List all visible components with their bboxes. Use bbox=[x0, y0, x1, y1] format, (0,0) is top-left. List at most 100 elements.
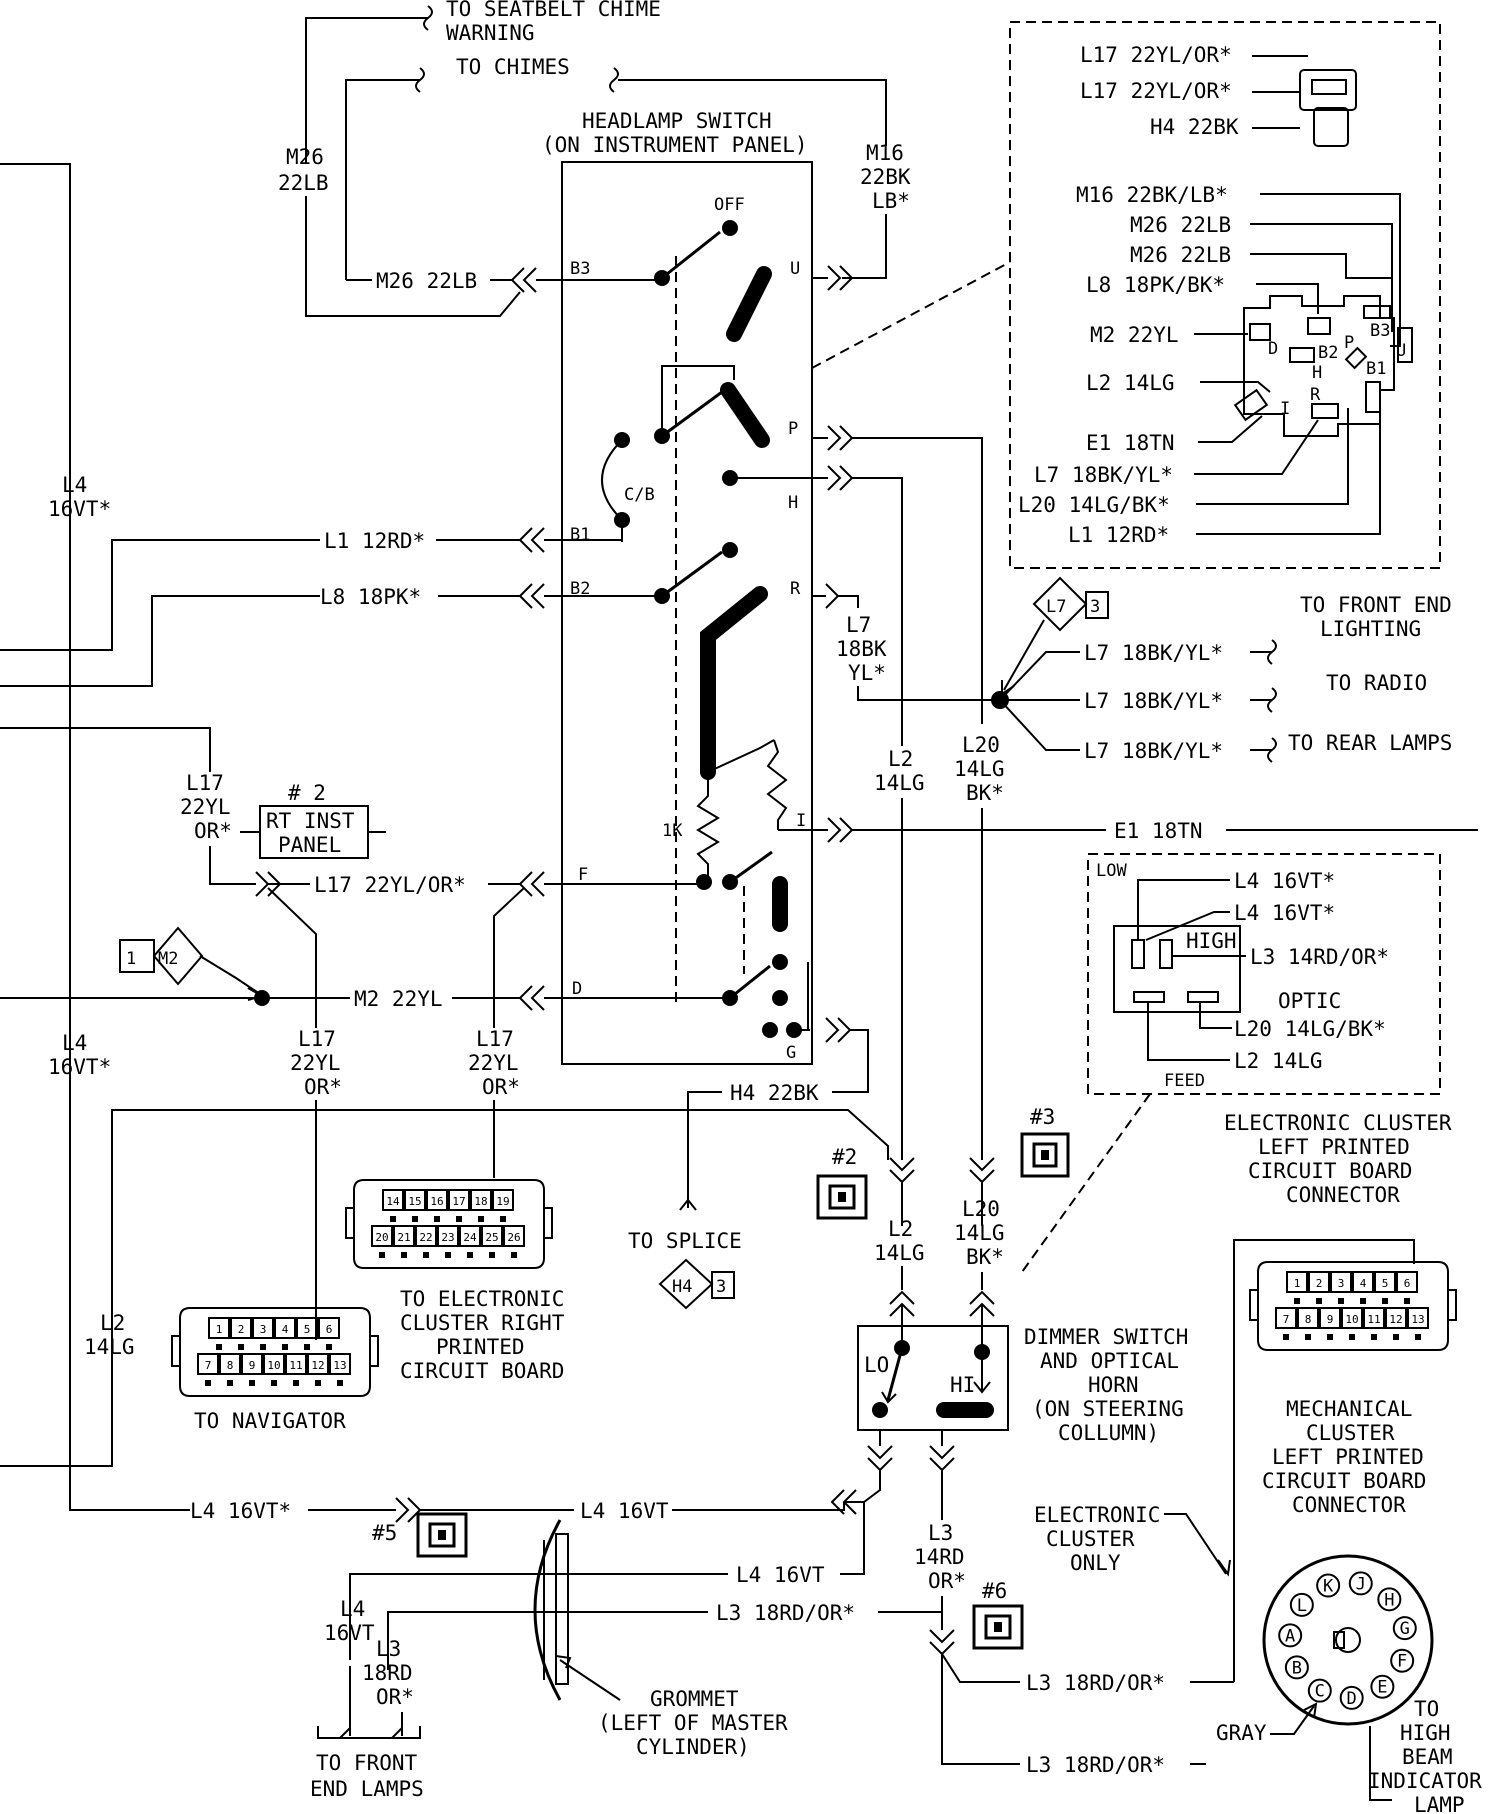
m16-vert-2: 22BK bbox=[860, 165, 911, 189]
eclr-pin-25: 25 bbox=[485, 1231, 498, 1244]
eclr-cavity-17 bbox=[448, 1189, 470, 1211]
eclr-cavity-14 bbox=[382, 1189, 404, 1211]
l17-right-1: L17 bbox=[476, 1027, 514, 1051]
term-p: P bbox=[788, 419, 798, 439]
round-pin-label-B: B bbox=[1292, 1658, 1302, 1678]
inset-side-9: L20 14LG/BK* bbox=[1018, 493, 1170, 517]
ecll-label-4: CONNECTOR bbox=[1286, 1183, 1400, 1207]
eclr-pin-26: 26 bbox=[507, 1231, 520, 1244]
l7-vert-3: YL* bbox=[848, 661, 886, 685]
dim-feed: FEED bbox=[1164, 1071, 1205, 1091]
gnd-3-label: #3 bbox=[1030, 1105, 1055, 1129]
nav-cavity-5 bbox=[296, 1317, 318, 1339]
dim-high: HIGH bbox=[1186, 929, 1237, 953]
switch-right-wires: L20 14LG BK* L2 14LG L7 18BK YL* L7 3 L7… bbox=[628, 425, 1478, 1310]
pin-r: R bbox=[1310, 385, 1321, 405]
term-1k: 1K bbox=[662, 821, 683, 841]
inset-side-4: L8 18PK/BK* bbox=[1086, 273, 1225, 297]
l17-mid-3: OR* bbox=[304, 1075, 342, 1099]
round-pin-F bbox=[1390, 1648, 1415, 1673]
ecll-pin-2: 2 bbox=[1316, 1277, 1323, 1290]
round-pin-label-D: D bbox=[1347, 1689, 1357, 1709]
l7-branch-2-wire: L7 18BK/YL* bbox=[1084, 689, 1223, 713]
l17-right-3: OR* bbox=[482, 1075, 520, 1099]
nav-cavity-10 bbox=[263, 1353, 285, 1375]
l7-vert-1: L7 bbox=[846, 613, 871, 637]
eclr-pin-23: 23 bbox=[441, 1231, 454, 1244]
l2-b-1: L2 bbox=[888, 1217, 913, 1241]
round-pin-D bbox=[1339, 1685, 1364, 1710]
eclr-cavity-24 bbox=[459, 1225, 481, 1247]
front-lamps-2: END LAMPS bbox=[310, 1777, 424, 1801]
l4-front-1: L4 bbox=[340, 1597, 365, 1621]
inset-side-5: M2 22YL bbox=[1090, 323, 1179, 347]
switch-title-2: (ON INSTRUMENT PANEL) bbox=[542, 133, 808, 157]
ecll-cavity-6 bbox=[1396, 1271, 1418, 1293]
eclr-cavity-26 bbox=[503, 1225, 525, 1247]
round-pin-label-C: C bbox=[1315, 1682, 1325, 1702]
eclr-cavity-21 bbox=[393, 1225, 415, 1247]
pin-b3: B3 bbox=[1370, 321, 1390, 341]
round-pin-label-F: F bbox=[1397, 1652, 1407, 1672]
nav-pin-2: 2 bbox=[238, 1323, 245, 1336]
front-lamps-1: TO FRONT bbox=[316, 1751, 418, 1775]
pin-b1: B1 bbox=[1366, 359, 1386, 379]
round-pin-J bbox=[1348, 1571, 1373, 1596]
nav-pin-12: 12 bbox=[311, 1359, 324, 1372]
round-pin-L bbox=[1289, 1592, 1314, 1617]
dim-low: LOW bbox=[1096, 861, 1127, 881]
seatbelt-label-1: TO SEATBELT CHIME bbox=[446, 0, 661, 21]
gray-label: GRAY bbox=[1216, 1721, 1267, 1745]
ecll-label-1: ELECTRONIC CLUSTER bbox=[1224, 1111, 1452, 1135]
term-d: D bbox=[572, 979, 582, 999]
ground-refs: #2 #3 #5 #6 bbox=[372, 1105, 1070, 1650]
l4-plain-label: L4 16VT bbox=[580, 1499, 669, 1523]
term-r: R bbox=[790, 579, 801, 599]
term-cb: C/B bbox=[624, 485, 655, 505]
l17-left-3: OR* bbox=[194, 819, 232, 843]
top-labels: TO SEATBELT CHIME WARNING TO CHIMES M26 … bbox=[278, 0, 911, 213]
l4-left-bot-1: L4 bbox=[62, 1031, 87, 1055]
round-pin-label-H: H bbox=[1384, 1590, 1394, 1610]
l3-18b-label: L3 18RD/OR* bbox=[1026, 1671, 1165, 1695]
eclr-label-3: PRINTED bbox=[436, 1335, 525, 1359]
mech-label-1: MECHANICAL bbox=[1286, 1397, 1412, 1421]
inset-side-1: M16 22BK/LB* bbox=[1076, 183, 1228, 207]
nav-cavity-2 bbox=[230, 1317, 252, 1339]
to-splice-label: TO SPLICE bbox=[628, 1229, 742, 1253]
l17-mid-2: 22YL bbox=[290, 1051, 341, 1075]
l3-dim-3: OR* bbox=[928, 1569, 966, 1593]
dim-w2: L4 16VT* bbox=[1234, 901, 1335, 925]
mech-label-5: CONNECTOR bbox=[1292, 1493, 1406, 1517]
l20-b-3: BK* bbox=[966, 1245, 1004, 1269]
l3-front-3: OR* bbox=[376, 1685, 414, 1709]
term-i: I bbox=[796, 811, 806, 831]
round-pin-label-A: A bbox=[1285, 1626, 1295, 1646]
l2-left-1: L2 bbox=[100, 1311, 125, 1335]
dim-w3: L3 14RD/OR* bbox=[1250, 945, 1389, 969]
m2-tag-name: M2 bbox=[158, 949, 178, 969]
grommet-2: (LEFT OF MASTER bbox=[598, 1711, 788, 1735]
pin-u: U bbox=[1396, 341, 1406, 361]
eclr-cavity-16 bbox=[426, 1189, 448, 1211]
l4-left-top-2: 16VT* bbox=[48, 497, 111, 521]
nav-pin-13: 13 bbox=[333, 1359, 346, 1372]
elec-only-2: CLUSTER bbox=[1046, 1527, 1135, 1551]
pin-h: H bbox=[1312, 363, 1322, 383]
h4-tag-num: 3 bbox=[716, 1277, 726, 1297]
eclr-cavity-23 bbox=[437, 1225, 459, 1247]
l7-dest-2: TO RADIO bbox=[1326, 671, 1427, 695]
round-pin-label-K: K bbox=[1323, 1576, 1334, 1596]
round-pin-label-J: J bbox=[1356, 1574, 1366, 1594]
nav-cavity-13 bbox=[329, 1353, 351, 1375]
pin-i: I bbox=[1280, 399, 1290, 419]
nav-cavity-3 bbox=[252, 1317, 274, 1339]
eclr-pin-15: 15 bbox=[408, 1195, 421, 1208]
dimmer-label-1: DIMMER SWITCH bbox=[1024, 1325, 1188, 1349]
l7-dest-3: TO REAR LAMPS bbox=[1288, 731, 1452, 755]
l4-bottom-label: L4 16VT* bbox=[190, 1499, 291, 1523]
